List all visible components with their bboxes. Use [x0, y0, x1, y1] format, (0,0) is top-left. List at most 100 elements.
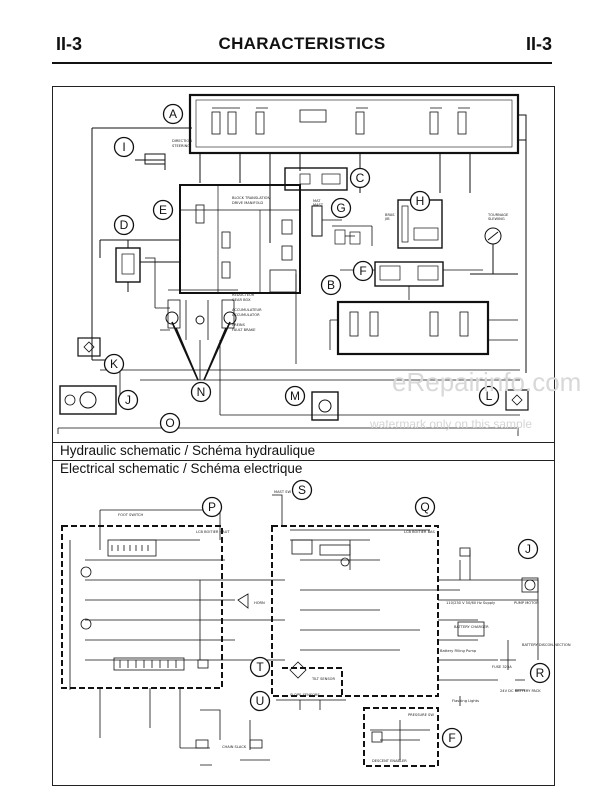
label-horn: HORN: [254, 601, 265, 605]
callout-d: D: [113, 214, 135, 236]
svg-text:DIRECTION: DIRECTION: [172, 139, 192, 143]
lines-d: [99, 239, 180, 292]
svg-text:BLOCK TRANSLATION: BLOCK TRANSLATION: [232, 196, 270, 200]
battery-pack: [500, 640, 525, 691]
page-header: II-3 CHARACTERISTICS II-3: [0, 30, 604, 60]
hydraulic-caption: Hydraulic schematic / Schéma hydraulique: [60, 443, 316, 458]
svg-text:A: A: [169, 107, 177, 121]
svg-text:I: I: [122, 140, 125, 154]
callout-p: P: [201, 496, 223, 518]
valve-block-a: [188, 93, 520, 155]
valve-block-a-inner: [195, 99, 513, 148]
svg-text:U: U: [256, 694, 265, 708]
svg-text:MAST: MAST: [313, 203, 324, 207]
svg-text:R: R: [536, 666, 545, 680]
svg-text:STEERING: STEERING: [172, 144, 190, 148]
svg-text:ACCUMULATEUR: ACCUMULATEUR: [232, 308, 262, 312]
svg-text:GEAR BOX: GEAR BOX: [232, 298, 251, 302]
valve-block-e: [179, 184, 301, 294]
label-battery-charger: BATTERY CHARGER: [454, 625, 489, 629]
label-pressure: PRESSURE SW: [408, 713, 434, 717]
svg-text:K: K: [110, 357, 118, 371]
svg-text:J: J: [125, 393, 131, 407]
svg-text:FAULT BRAKE: FAULT BRAKE: [232, 328, 256, 332]
callout-k: K: [103, 353, 125, 375]
line-right-main: [518, 114, 527, 373]
label-flashing: Flashing Lights: [452, 699, 479, 703]
svg-text:DRIVE MANIFOLD: DRIVE MANIFOLD: [232, 201, 263, 205]
tilt-sensor: [289, 661, 307, 679]
watermark-brand: eRepairinfo.com: [392, 367, 582, 397]
label-supply: 110/230 V 50/60 Hz Supply: [446, 601, 496, 605]
label-chain: CHAIN SLACK: [222, 745, 247, 749]
callout-l: L: [478, 385, 500, 407]
valve-block-b: [336, 300, 490, 356]
svg-text:M: M: [290, 389, 300, 403]
filter-k: [77, 337, 101, 357]
svg-text:FREINS: FREINS: [232, 323, 246, 327]
label-battery-disc: BATTERY DISCON-NECTION: [522, 643, 571, 647]
svg-text:D: D: [120, 218, 129, 232]
box-tilt-t: [282, 667, 343, 698]
horn-symbol: [237, 593, 249, 609]
label-foot-switch: FOOT SWITCH: [118, 513, 143, 517]
box-lcb-haut-p: [61, 525, 223, 689]
svg-text:ACCUMULATOR: ACCUMULATOR: [232, 313, 260, 317]
label-battery-pack: 24V DC BATTERY PACK: [500, 689, 541, 693]
svg-text:L: L: [486, 389, 493, 403]
pump-motor-j2: [521, 577, 539, 593]
svg-text:REDUCTEUR: REDUCTEUR: [232, 293, 255, 297]
callout-f-electrical: F: [441, 727, 463, 749]
svg-text:TOURNAGE: TOURNAGE: [487, 213, 509, 217]
svg-text:Q: Q: [420, 500, 429, 514]
hoses-n: [171, 321, 231, 381]
callout-n: N: [190, 381, 212, 403]
callout-i: I: [113, 136, 135, 158]
direction-sensor-i: [144, 153, 166, 165]
callout-h: H: [409, 190, 431, 212]
svg-text:BRAS: BRAS: [385, 213, 395, 217]
svg-text:G: G: [336, 201, 345, 215]
svg-text:E: E: [159, 203, 167, 217]
callout-t: T: [249, 656, 271, 678]
schematic-frame: [52, 86, 555, 786]
callout-q: Q: [414, 496, 436, 518]
callout-e: E: [152, 199, 174, 221]
svg-text:JIB: JIB: [384, 217, 390, 221]
section-divider: [52, 460, 555, 461]
battery-charger: [457, 621, 485, 637]
svg-text:B: B: [327, 278, 335, 292]
label-fuse: FUSE 325A: [492, 665, 512, 669]
svg-text:F: F: [359, 264, 366, 278]
callout-f: F: [352, 260, 374, 282]
svg-text:S: S: [298, 483, 306, 497]
svg-text:SLEWING: SLEWING: [488, 217, 505, 221]
callout-j-electrical: J: [517, 538, 539, 560]
box-descent-f: [363, 707, 439, 767]
electrical-small-text: MAST SW FOOT SWITCH LCB BOITIER HAUT LCB…: [118, 490, 571, 763]
wires-foot-switch: [69, 509, 221, 690]
callout-s: S: [291, 479, 313, 501]
label-lcb-bas: LCB BOITIER BAS: [404, 530, 435, 534]
gauge-g: [311, 205, 323, 237]
terminal-strip: [113, 657, 185, 671]
svg-text:N: N: [197, 385, 206, 399]
component-m: [311, 391, 339, 421]
pump-motor-j: [59, 385, 117, 415]
caption-divider-top: [52, 442, 555, 443]
wires-bas: [272, 494, 460, 651]
return-lines: [100, 274, 520, 416]
watermark-note: watermark only on this sample: [370, 417, 533, 431]
wires-haut: [85, 559, 285, 661]
callout-c: C: [349, 167, 371, 189]
label-pump-motor: PUMP MOTOR: [514, 601, 539, 605]
callout-a: A: [162, 103, 184, 125]
callout-u: U: [249, 690, 271, 712]
filter-l: [505, 389, 529, 411]
label-battery-filling: Battery Filling Pump: [440, 649, 477, 653]
svg-text:C: C: [356, 171, 365, 185]
box-lcb-bas-q: [271, 525, 439, 697]
label-lcb-haut: LCB BOITIER HAUT: [196, 530, 230, 534]
